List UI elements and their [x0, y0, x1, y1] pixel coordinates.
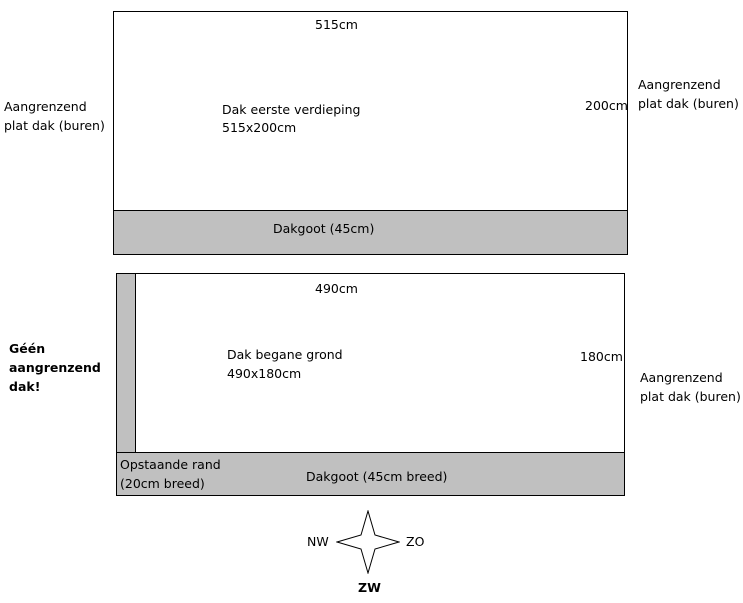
lower-roof-raised-edge-label: Opstaande rand (20cm breed) [120, 457, 221, 491]
lower-roof-gutter-label: Dakgoot (45cm breed) [306, 469, 448, 484]
lower-roof-gutter [116, 452, 625, 496]
upper-roof-gutter [113, 210, 628, 255]
upper-roof-name: Dak eerste verdieping [222, 102, 361, 117]
lower-right-neighbor-label: Aangrenzend plat dak (buren) [640, 370, 741, 404]
upper-roof-gutter-label: Dakgoot (45cm) [273, 221, 375, 236]
compass-east-label: ZO [406, 534, 425, 549]
compass-south-label: ZW [358, 580, 381, 595]
upper-roof-depth-label: 200cm [585, 98, 628, 113]
upper-roof-width-label: 515cm [315, 17, 358, 32]
upper-roof-dimensions: 515x200cm [222, 120, 297, 135]
upper-right-neighbor-label: Aangrenzend plat dak (buren) [638, 77, 739, 111]
lower-roof-depth-label: 180cm [580, 349, 623, 364]
lower-roof-width-label: 490cm [315, 281, 358, 296]
lower-left-no-neighbor-label: Géén aangrenzend dak! [9, 341, 101, 394]
upper-left-neighbor-label: Aangrenzend plat dak (buren) [4, 99, 105, 133]
lower-roof-name: Dak begane grond [227, 347, 343, 362]
lower-roof-dimensions: 490x180cm [227, 366, 302, 381]
compass-west-label: NW [307, 534, 329, 549]
compass-star-icon [336, 510, 400, 574]
